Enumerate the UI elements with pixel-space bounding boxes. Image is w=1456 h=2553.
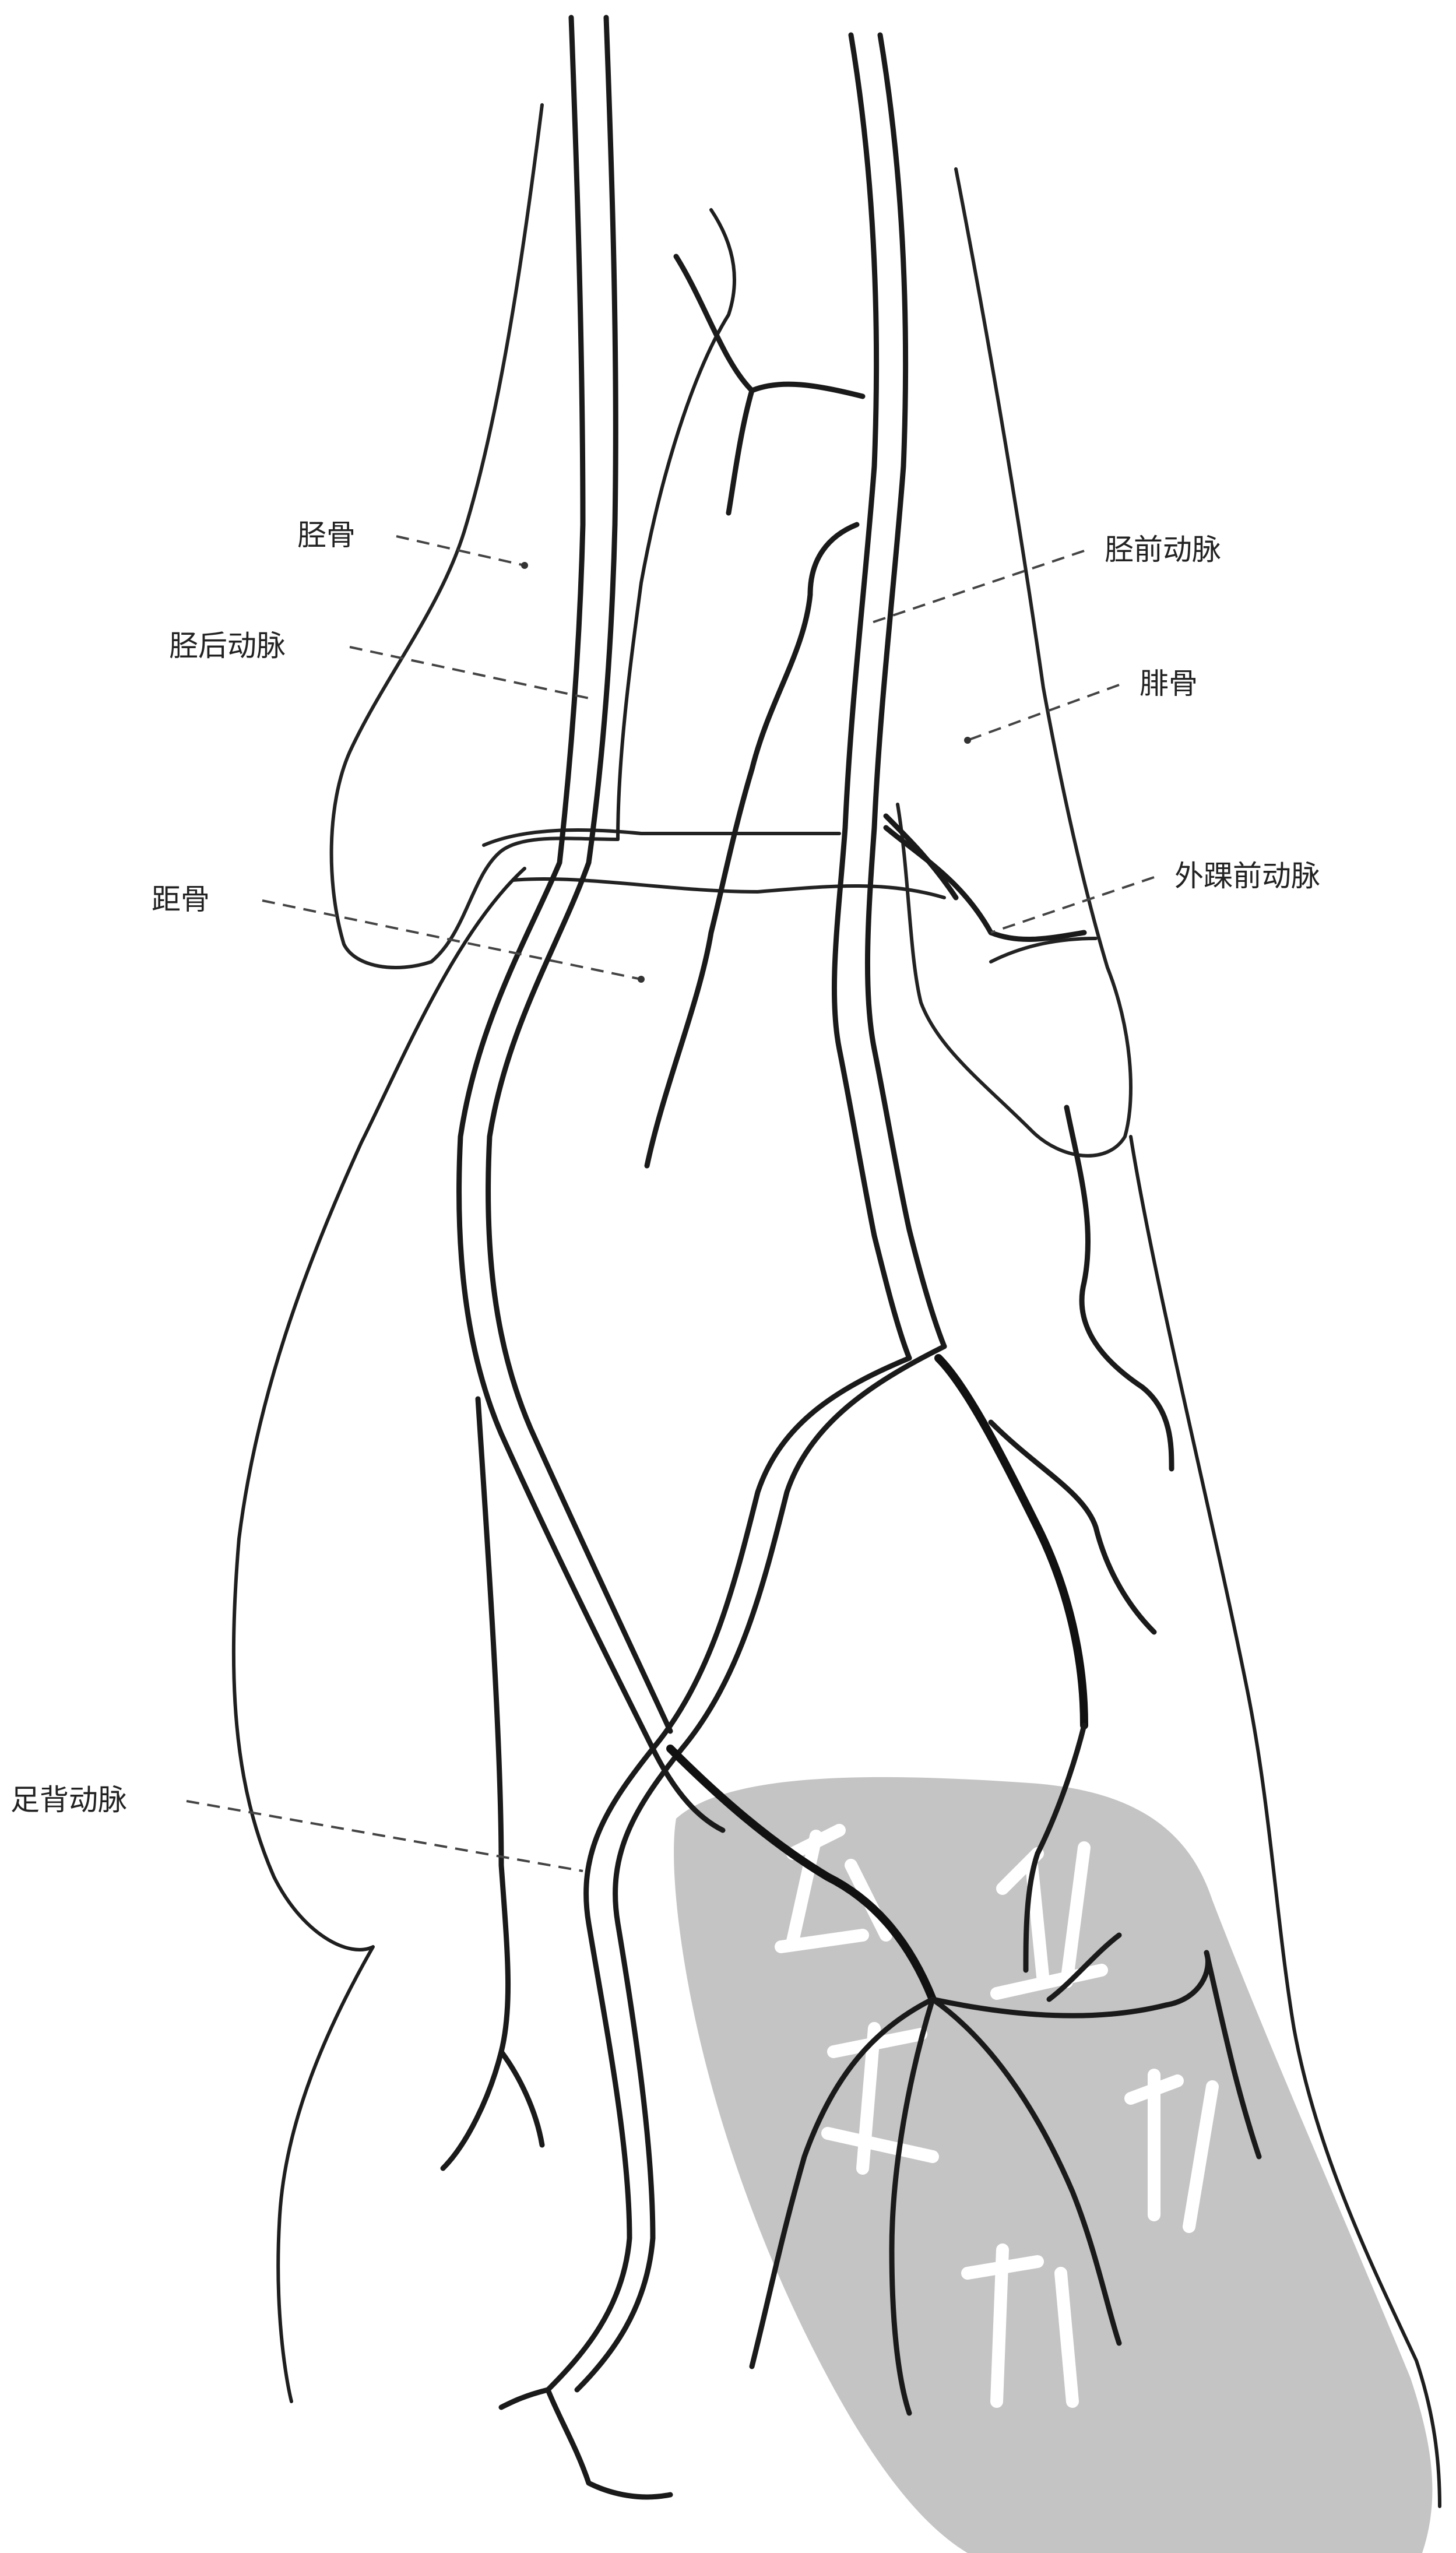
labels: 胫骨 胫后动脉 距骨 足背动脉 胫前动脉 腓骨 外踝前动脉 — [10, 518, 1320, 1817]
shin-outline-left — [618, 210, 734, 839]
label-anterior-tibial-artery: 胫前动脉 — [1105, 533, 1221, 567]
posterior-tibial-artery — [459, 17, 723, 1830]
tibia-bone-outline — [332, 105, 618, 968]
leader-anterior-tibial-artery — [868, 551, 1084, 624]
fibula-bone-outline — [898, 169, 1131, 1156]
watermark-shape — [674, 1777, 1432, 2553]
label-posterior-tibial-artery: 胫后动脉 — [169, 629, 286, 663]
leader-anterior-lateral-malleolar-artery — [991, 877, 1154, 933]
anterior-tibial-artery — [834, 35, 944, 1358]
talus-articular-line — [484, 830, 839, 845]
leader-dorsalis-pedis-artery — [187, 1801, 583, 1871]
watermark-seal — [674, 1777, 1432, 2553]
label-dots — [521, 562, 971, 983]
fibula-tip — [991, 938, 1096, 962]
label-anterior-lateral-malleolar-artery: 外踝前动脉 — [1174, 859, 1320, 893]
foot-outline-medial — [234, 868, 525, 2401]
leader-posterior-tibial-artery — [350, 647, 595, 699]
leader-lines — [187, 536, 1154, 1871]
label-tibia: 胫骨 — [297, 518, 356, 552]
leader-talus — [262, 901, 641, 979]
label-fibula: 腓骨 — [1140, 667, 1198, 701]
label-talus: 距骨 — [152, 882, 210, 916]
label-dorsalis-pedis-artery: 足背动脉 — [10, 1783, 127, 1817]
